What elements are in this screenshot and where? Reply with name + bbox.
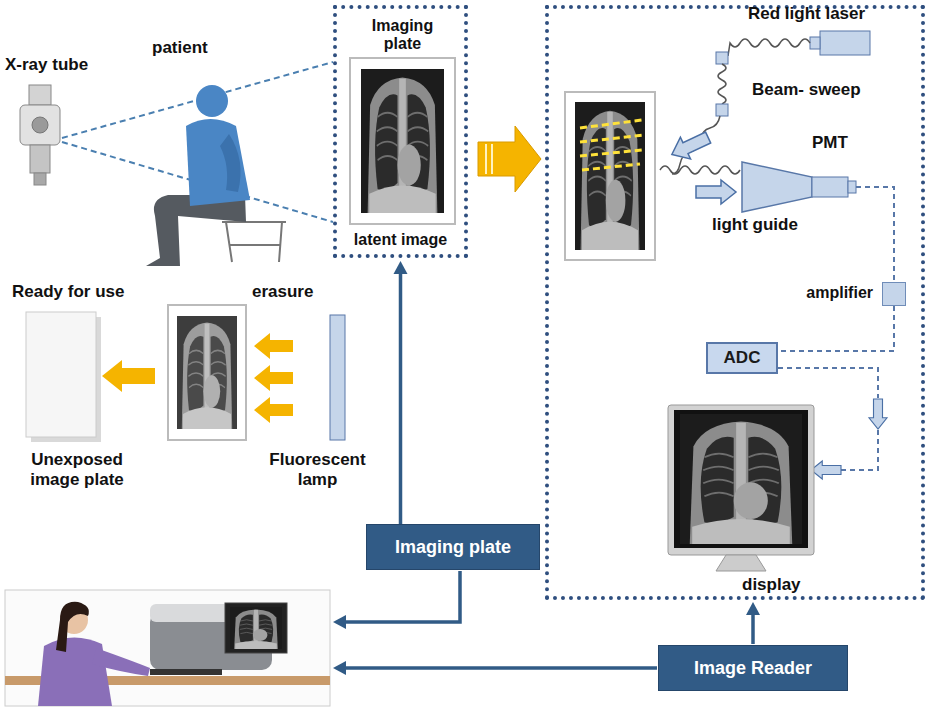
signal-wire bbox=[838, 430, 878, 470]
button-label: Imaging plate bbox=[395, 537, 511, 558]
pmt-label: PMT bbox=[812, 133, 848, 153]
adc-box: ADC bbox=[706, 342, 778, 374]
flow-line bbox=[344, 571, 460, 622]
signal-wire bbox=[856, 187, 894, 282]
light-guide-shape bbox=[742, 162, 812, 212]
operator-arm bbox=[92, 648, 150, 676]
yellow-arrow bbox=[254, 365, 293, 391]
arrow-head bbox=[333, 661, 346, 675]
monitor-bezel bbox=[668, 405, 814, 555]
transfer-arrow bbox=[478, 126, 541, 192]
imaging-plate-button: Imaging plate bbox=[366, 524, 540, 570]
tube-cap bbox=[29, 85, 51, 105]
hollow-arrow bbox=[869, 399, 887, 429]
laser-label: Red light laser bbox=[748, 4, 865, 24]
patient-head bbox=[196, 85, 228, 117]
arrow-head bbox=[333, 615, 346, 629]
beam-sweep-label: Beam- sweep bbox=[752, 80, 861, 100]
erasing-plate-frame bbox=[168, 305, 246, 440]
tube-window bbox=[32, 117, 48, 133]
signal-wire bbox=[778, 368, 878, 398]
light-guide-label: light guide bbox=[712, 215, 798, 235]
photo-frame bbox=[5, 590, 330, 706]
scan-lines bbox=[580, 120, 645, 170]
arrow-head bbox=[394, 261, 408, 274]
stool bbox=[222, 222, 286, 262]
status-label: Ready for use bbox=[12, 282, 124, 302]
plate-frame bbox=[350, 58, 455, 224]
workstation-xray bbox=[230, 607, 282, 649]
lamp-label: Fluorescent lamp bbox=[250, 450, 385, 489]
emitted-light bbox=[660, 166, 740, 174]
erasure-label: erasure bbox=[252, 282, 313, 302]
mirror bbox=[716, 104, 728, 116]
panel-heading: Imaging plate bbox=[355, 17, 450, 54]
arrow-head bbox=[746, 602, 760, 615]
imaging-plate-panel: Imaging plate latent image bbox=[333, 5, 468, 258]
patient-legs bbox=[146, 195, 246, 266]
connector bbox=[778, 306, 894, 351]
hollow-arrow bbox=[667, 127, 713, 166]
amplifier-label: amplifier bbox=[806, 284, 873, 302]
reader-panel bbox=[545, 5, 925, 600]
monitor-screen bbox=[674, 410, 808, 548]
patient-label: patient bbox=[152, 38, 208, 58]
pmt-cap bbox=[848, 181, 856, 193]
tube-label: X-ray tube bbox=[5, 55, 88, 75]
reader-plate-frame bbox=[565, 92, 655, 260]
laser-beam bbox=[728, 39, 810, 56]
button-label: Image Reader bbox=[694, 658, 812, 679]
laser-beam bbox=[718, 64, 726, 104]
laser-nozzle bbox=[810, 37, 820, 49]
tube-collimator bbox=[30, 145, 50, 173]
laser-body bbox=[820, 31, 870, 55]
operator-body bbox=[38, 637, 112, 706]
panel-caption: latent image bbox=[337, 231, 464, 249]
monitor-xray bbox=[680, 414, 802, 544]
tube-base bbox=[34, 173, 46, 185]
unexposed-plate bbox=[26, 312, 96, 437]
mirror bbox=[716, 52, 728, 64]
fluorescent-lamp bbox=[330, 315, 345, 440]
hollow-arrow bbox=[811, 461, 841, 479]
arrow-stripes bbox=[486, 144, 492, 174]
connector bbox=[399, 274, 403, 524]
workstation-monitor bbox=[225, 603, 287, 653]
tube-housing bbox=[20, 105, 60, 145]
patient-arm bbox=[220, 134, 241, 192]
plate-label: Unexposed image plate bbox=[12, 450, 142, 489]
patient-torso bbox=[186, 119, 250, 206]
hollow-arrow bbox=[696, 180, 736, 204]
erasing-plate-xray bbox=[177, 316, 237, 429]
yellow-arrow bbox=[102, 360, 155, 392]
amplifier-box: amplifier bbox=[882, 282, 906, 306]
pmt-tube bbox=[812, 177, 848, 197]
flow-line bbox=[751, 614, 755, 644]
keyboard bbox=[150, 669, 222, 675]
display-label: display bbox=[742, 575, 801, 595]
flow-line bbox=[344, 666, 657, 670]
plate-xray bbox=[361, 69, 444, 213]
adc-label: ADC bbox=[724, 348, 761, 368]
operator-hair bbox=[56, 602, 89, 652]
yellow-arrow bbox=[254, 397, 293, 423]
yellow-arrow bbox=[254, 333, 293, 359]
monitor-stand bbox=[716, 555, 766, 571]
reader-plate-xray bbox=[575, 102, 645, 250]
image-reader-button: Image Reader bbox=[658, 645, 848, 691]
